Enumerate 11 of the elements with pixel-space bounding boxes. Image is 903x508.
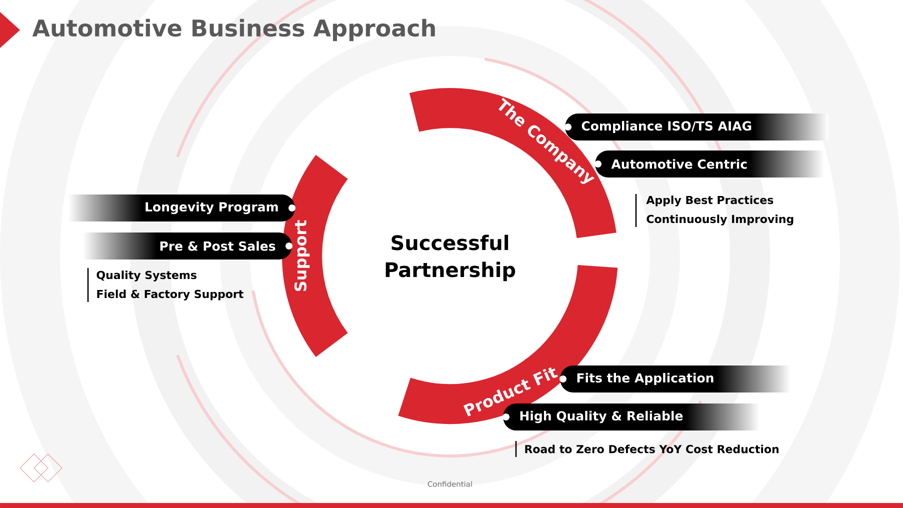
pill-label: Longevity Program [68,194,296,222]
note-text: Field & Factory Support [97,290,244,300]
note-text: Quality Systems [96,270,196,282]
pill-label: Pre & Post Sales [83,232,292,260]
pill-label: Fits the Application [560,365,790,392]
title: Automotive Business Approach [32,18,435,42]
ring-segment: Support [282,156,348,356]
note-text: Apply Best Practices [646,196,774,206]
note-text: Road to Zero Defects YoY Cost Reduction [525,444,778,454]
note-text: Continuously Improving [646,214,794,226]
pill-label: Automotive Centric [594,150,824,178]
